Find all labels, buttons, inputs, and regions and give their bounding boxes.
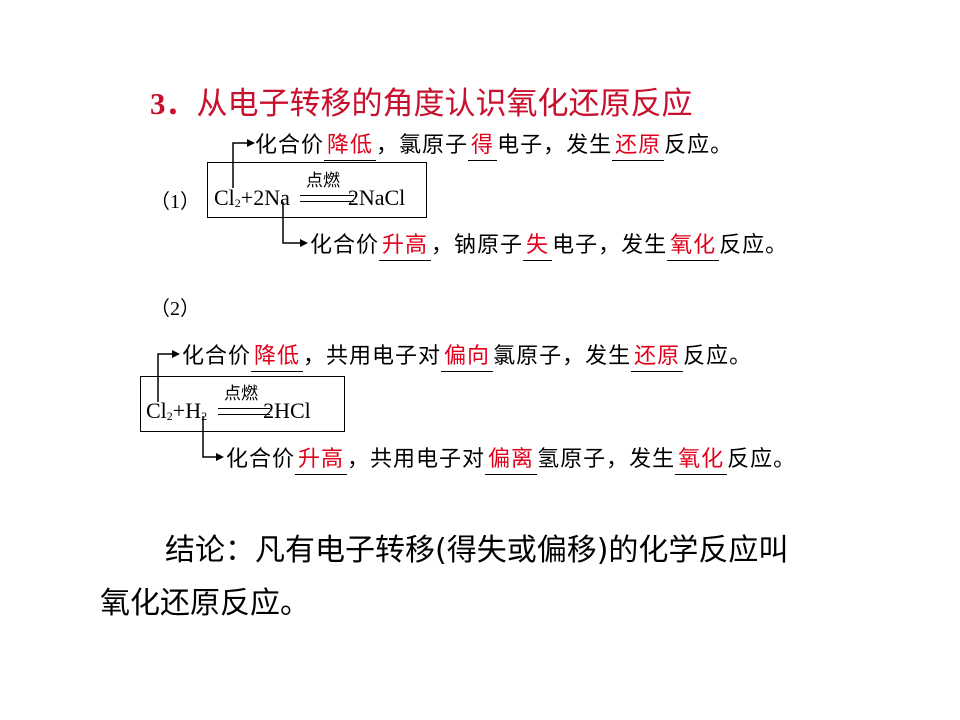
part1-equation-box (207, 162, 427, 218)
arrow-line (157, 353, 172, 402)
answer-blank: 升高 (295, 446, 348, 475)
equal-sign (300, 195, 354, 202)
part1-upper-line: 化合价降低，氯原子得电子，发生还原反应。 (255, 127, 733, 161)
answer-blank: 降低 (324, 132, 377, 161)
text-segment: ，钠原子 (431, 233, 524, 258)
section-title: 3．从电子转移的角度认识氧化还原反应 (150, 78, 693, 123)
answer-blank: 氧化 (667, 232, 720, 261)
text-segment: ，共用电子对 (347, 447, 486, 472)
subscript: 2 (201, 409, 208, 423)
part2-lower-line: 化合价升高，共用电子对偏离氢原子，发生氧化反应。 (226, 441, 796, 475)
conclusion-line2: 氧化还原反应。 (100, 586, 310, 621)
part1-lower-line: 化合价升高，钠原子失电子，发生氧化反应。 (310, 227, 788, 261)
answer-blank: 氧化 (675, 446, 728, 475)
answer-blank: 升高 (379, 232, 432, 261)
arrow-head (247, 139, 255, 147)
arrow-line (282, 202, 300, 244)
part1-equation: Cl2+2Na 2NaCl (214, 185, 405, 211)
reactant: +2Na (240, 185, 290, 210)
answer-blank: 得 (468, 132, 498, 161)
part2-label: （2） (150, 298, 200, 320)
answer-blank: 还原 (631, 343, 684, 372)
part2-upper-line: 化合价降低，共用电子对偏向氯原子，发生还原反应。 (182, 338, 752, 372)
text-segment: 化合价 (182, 344, 252, 369)
text-segment: 氯原子，发生 (493, 344, 632, 369)
text-segment: 反应。 (664, 133, 734, 158)
text-segment: 化合价 (255, 133, 325, 158)
answer-blank: 偏离 (485, 446, 538, 475)
text-segment: 反应。 (719, 233, 789, 258)
text-segment: 化合价 (226, 447, 296, 472)
section-number: 3． (150, 86, 197, 121)
product: 2NaCl (347, 185, 406, 210)
part2-equation-box (140, 376, 345, 432)
part1-condition: 点燃 (306, 171, 340, 191)
reactant: Cl (214, 185, 235, 210)
part1-label: （1） (150, 191, 200, 213)
arrow-head (172, 350, 180, 358)
text-segment: 电子，发生 (497, 133, 613, 158)
answer-blank: 偏向 (441, 343, 494, 372)
part2-condition: 点燃 (224, 384, 258, 404)
arrow-line (202, 416, 216, 458)
text-segment: 反应。 (683, 344, 753, 369)
text-segment: ，氯原子 (376, 133, 469, 158)
text-segment: 氢原子，发生 (537, 447, 676, 472)
answer-blank: 失 (523, 232, 553, 261)
text-segment: 化合价 (310, 233, 380, 258)
text-segment: 电子，发生 (552, 233, 668, 258)
answer-blank: 降低 (251, 343, 304, 372)
conclusion-line1: 结论：凡有电子转移(得失或偏移)的化学反应叫 (165, 533, 789, 568)
subscript: 2 (234, 196, 241, 210)
subscript: 2 (166, 409, 173, 423)
text-segment: 反应。 (727, 447, 797, 472)
arrow-line (232, 142, 247, 188)
answer-blank: 还原 (612, 132, 665, 161)
product: 2HCl (263, 398, 311, 423)
arrow-head (216, 453, 224, 461)
section-title-text: 从电子转移的角度认识氧化还原反应 (196, 86, 693, 122)
reactant: +H (172, 398, 202, 423)
equal-sign (218, 408, 270, 415)
reactant: Cl (146, 398, 167, 423)
arrow-head (300, 239, 308, 247)
text-segment: ，共用电子对 (303, 344, 442, 369)
